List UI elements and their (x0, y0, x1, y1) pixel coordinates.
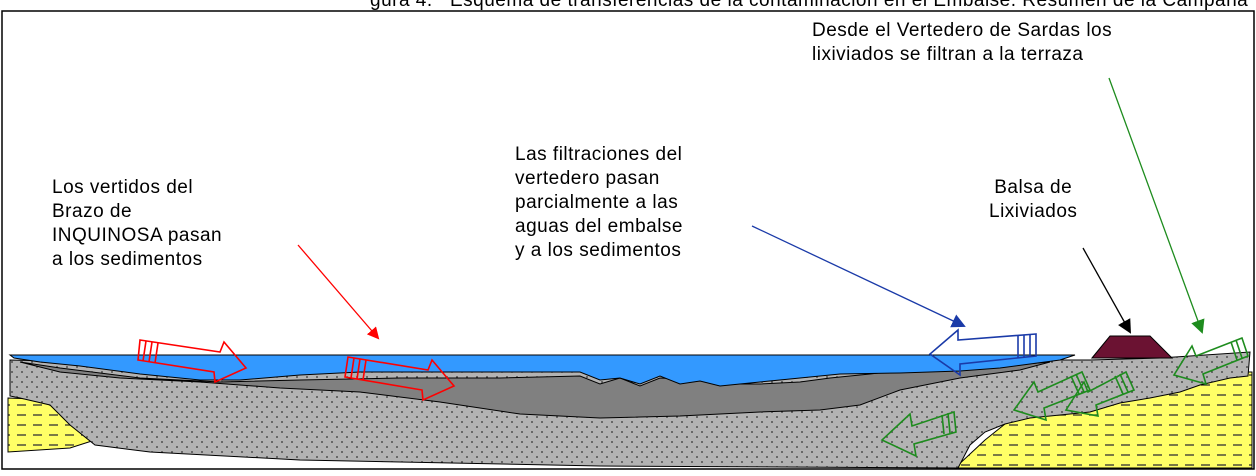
label-balsa: Balsa de Lixiviados (989, 177, 1078, 222)
label-filtraciones: Las filtraciones del vertedero pasan par… (515, 144, 683, 261)
red-flow-arrow-1 (137, 339, 248, 384)
red-flow-arrow-2 (344, 356, 456, 402)
label-sardas: Desde el Vertedero de Sardas los lixivia… (812, 20, 1113, 65)
green-pointer-line (1108, 77, 1205, 334)
red-pointer-line (297, 244, 380, 340)
green-flow-arrow-1 (1172, 336, 1249, 386)
title-fragment: gura 4. Esquema de transferencias de la … (370, 0, 1249, 11)
black-pointer-line (1082, 247, 1131, 334)
green-flow-arrow-3 (1064, 370, 1136, 418)
label-inquinosa: Los vertidos del Brazo de INQUINOSA pasa… (52, 177, 223, 270)
blue-flow-arrow (928, 328, 1037, 377)
frame-border (1, 10, 1255, 470)
blue-pointer-line (751, 225, 966, 328)
green-flow-arrow-4 (880, 410, 957, 458)
water-body (8, 354, 1076, 387)
balsa-lixiviados (1090, 335, 1174, 359)
